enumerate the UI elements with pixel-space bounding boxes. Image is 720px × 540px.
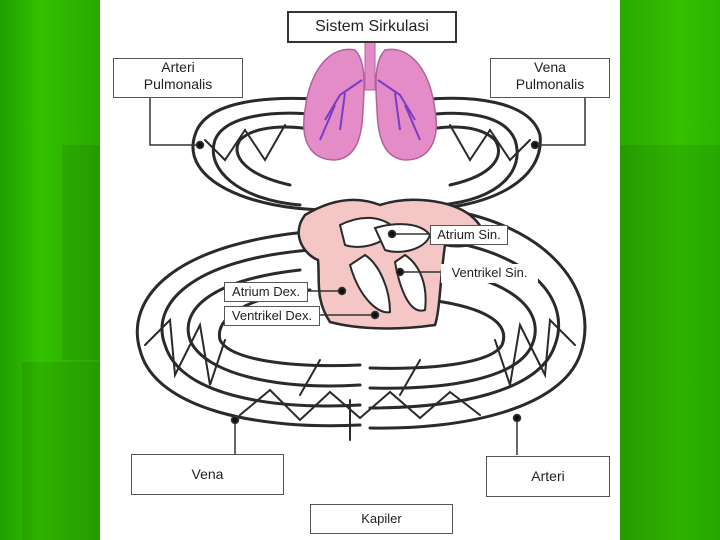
label-arteri-pulmonalis: Arteri Pulmonalis: [113, 58, 243, 98]
background-shade: [620, 145, 720, 540]
pulmonary-circulation-vessels: [191, 96, 542, 212]
label-ventrikel-sin: Ventrikel Sin.: [441, 264, 538, 283]
label-ventrikel-dex: Ventrikel Dex.: [224, 306, 320, 326]
label-vena-pulmonalis: Vena Pulmonalis: [490, 58, 610, 98]
background-shade: [22, 362, 100, 540]
lungs: [303, 39, 437, 161]
background-right-panel: [620, 0, 720, 540]
label-atrium-sin: Atrium Sin.: [430, 225, 508, 245]
pointer-lines: [149, 95, 586, 455]
label-vena: Vena: [131, 454, 284, 495]
diagram-title: Sistem Sirkulasi: [287, 11, 457, 43]
background-left-panel: [0, 0, 100, 540]
background-shade: [62, 145, 100, 360]
label-kapiler: Kapiler: [310, 504, 453, 534]
label-arteri: Arteri: [486, 456, 610, 497]
label-atrium-dex: Atrium Dex.: [224, 282, 308, 302]
